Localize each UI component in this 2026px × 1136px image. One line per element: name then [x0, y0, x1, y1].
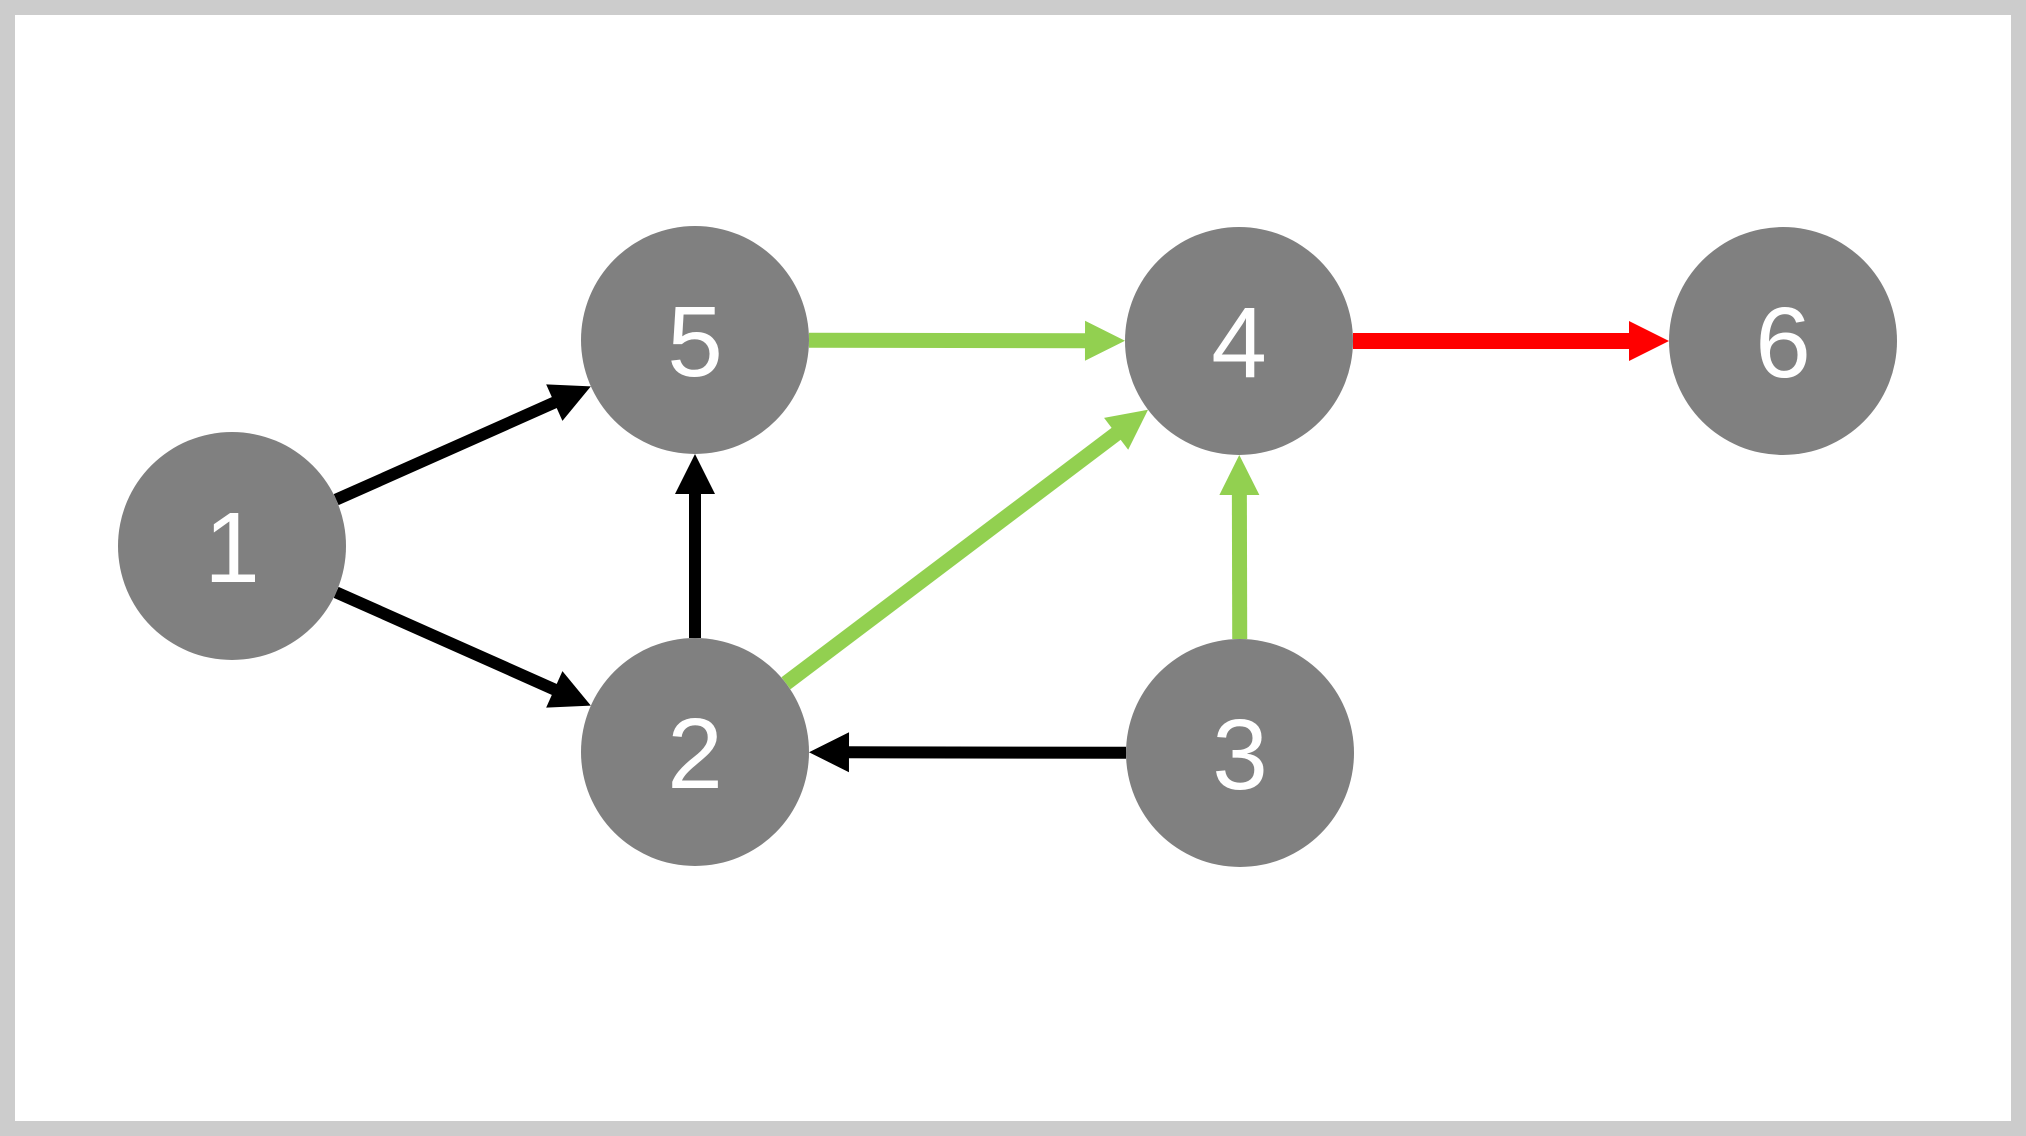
node-label-6: 6: [1755, 287, 1811, 399]
graph-node-2: [581, 638, 809, 866]
arrowhead-1-5: [546, 384, 591, 421]
arrowhead-3-4: [1219, 454, 1260, 496]
arrowhead-5-4: [1084, 320, 1126, 361]
node-label-2: 2: [667, 698, 723, 810]
node-label-4: 4: [1211, 287, 1267, 399]
graph-node-4: [1125, 227, 1353, 455]
node-label-3: 3: [1212, 699, 1268, 811]
graph-node-5: [581, 226, 809, 454]
edge-5-4: [808, 332, 1088, 349]
graph-node-1: [118, 432, 346, 660]
arrowhead-1-2: [546, 671, 591, 708]
arrowhead-4-6: [1629, 321, 1669, 361]
edge-1-5: [333, 396, 559, 506]
arrowhead-3-2: [808, 732, 850, 773]
edge-3-2: [846, 746, 1127, 759]
graph-node-3: [1126, 639, 1354, 867]
graph-node-6: [1669, 227, 1897, 455]
diagram-canvas: [15, 15, 2011, 1121]
edge-2-4: [781, 426, 1123, 690]
node-label-5: 5: [667, 286, 723, 398]
node-label-1: 1: [204, 492, 260, 604]
arrowhead-2-5: [675, 454, 715, 494]
edge-1-2: [333, 586, 559, 696]
arrowhead-2-4: [1104, 409, 1149, 450]
